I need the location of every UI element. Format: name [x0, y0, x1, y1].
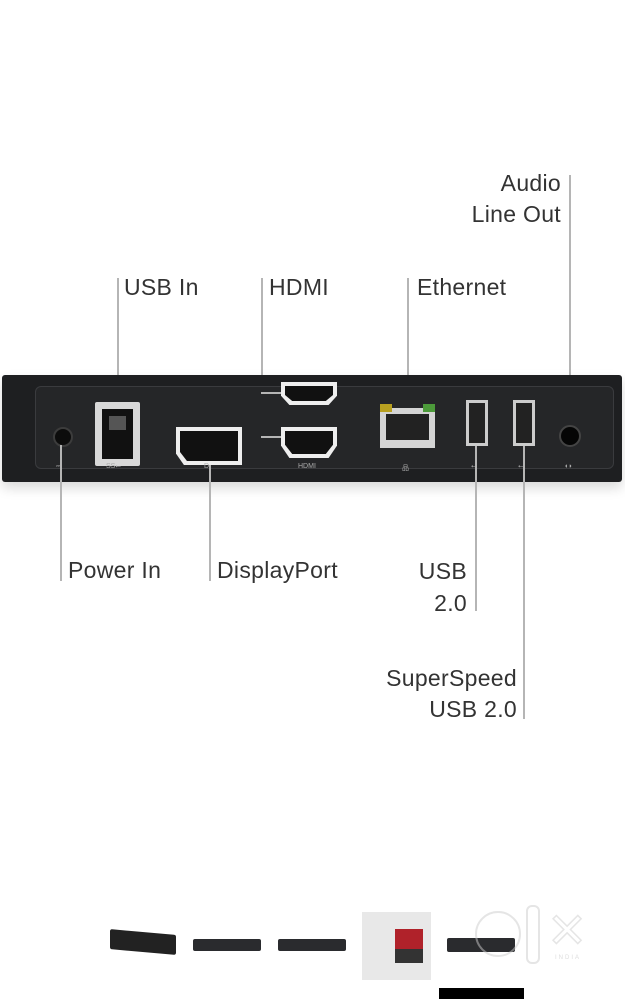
- thumbnail-4[interactable]: [362, 912, 431, 980]
- thumbnail-2[interactable]: [193, 939, 261, 951]
- thumbnail-1[interactable]: [110, 929, 176, 955]
- label-superspeed-usb: USB 2.0: [429, 696, 517, 722]
- leader-hdmi: [261, 278, 263, 438]
- leader-ethernet: [407, 278, 409, 408]
- leader-superspeed: [523, 446, 525, 719]
- label-superspeed: SuperSpeed: [386, 665, 517, 691]
- usb-a-port-1: [466, 400, 488, 446]
- usb-icon: ⭠: [518, 463, 524, 470]
- label-usb-version: 2.0: [434, 590, 467, 616]
- olx-watermark: ✕ INDIA: [475, 905, 590, 965]
- leader-power: [60, 445, 62, 581]
- watermark-sub: INDIA: [555, 955, 582, 961]
- label-line-out: Line Out: [471, 201, 561, 227]
- label-usb-in: USB In: [124, 274, 199, 300]
- power-port: [53, 427, 73, 447]
- usb-a-port-2: [513, 400, 535, 446]
- active-thumbnail-indicator: [439, 988, 524, 999]
- ethernet-port: [380, 404, 435, 448]
- displayport-port: [176, 427, 242, 465]
- hdmi-port-2: [281, 427, 337, 458]
- label-power-in: Power In: [68, 557, 162, 583]
- label-hdmi: HDMI: [269, 274, 329, 300]
- usb-icon: ⭠: [471, 463, 477, 470]
- thumbnail-3[interactable]: [278, 939, 346, 951]
- leader-usb-in: [117, 278, 119, 404]
- displayport-icon: D: [204, 463, 210, 470]
- headphone-icon: ◖◗: [564, 463, 573, 470]
- ethernet-icon: 品: [402, 465, 409, 472]
- audio-jack: [559, 425, 581, 447]
- leader-hdmi-bottom: [261, 436, 281, 438]
- usb3-icon: SS⭠: [106, 463, 121, 470]
- power-icon: ⎓: [56, 463, 62, 470]
- label-audio: Audio: [500, 170, 561, 196]
- leader-hdmi-top: [261, 392, 281, 394]
- hdmi-icon: HDMI: [298, 463, 316, 470]
- hdmi-port-1: [281, 382, 337, 405]
- label-ethernet: Ethernet: [417, 274, 507, 300]
- leader-displayport: [209, 465, 211, 581]
- label-displayport: DisplayPort: [217, 557, 338, 583]
- usb-b-port: [95, 402, 140, 466]
- leader-usb-2: [475, 446, 477, 611]
- label-usb: USB: [418, 558, 467, 584]
- leader-audio: [569, 175, 571, 425]
